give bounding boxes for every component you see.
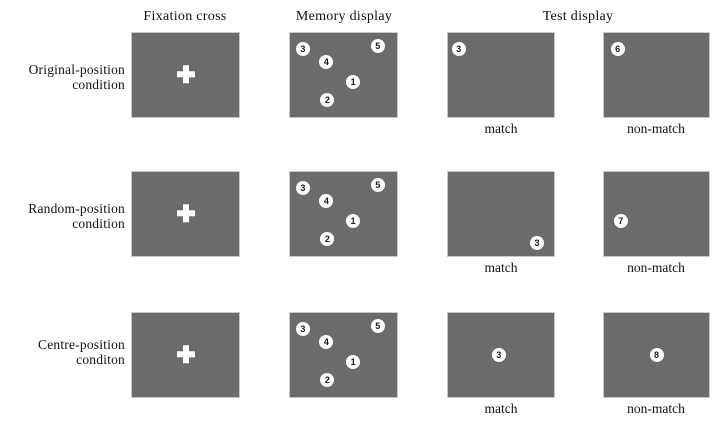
digit-circle: 2 [320, 373, 335, 388]
column-header-memory-display: Memory display [295, 9, 393, 24]
digit-circle: 5 [370, 319, 385, 334]
digit-circle: 1 [346, 354, 361, 369]
fixation-screen-row2 [131, 171, 240, 257]
digit-circle: 2 [320, 93, 335, 108]
digit-circle: 1 [346, 74, 361, 89]
digit-circle: 4 [319, 194, 334, 209]
condition-label-centre-position: Centre-position conditon [0, 337, 125, 367]
test-nonmatch-screen-row1: 6 [603, 32, 710, 118]
test-match-screen-row1: 3 [447, 32, 555, 118]
digit-circle: 4 [319, 335, 334, 350]
digit-circle: 3 [295, 41, 310, 56]
match-label-row1: match [484, 121, 518, 136]
digit-circle: 3 [295, 180, 310, 195]
digit-circle: 3 [530, 236, 545, 251]
test-nonmatch-screen-row2: 7 [603, 171, 710, 257]
match-label-row2: match [484, 260, 518, 275]
fixation-screen-row3 [131, 312, 240, 398]
nonmatch-label-row2: non-match [627, 260, 685, 275]
digit-circle: 4 [319, 55, 334, 70]
fixation-cross-icon [176, 204, 195, 223]
digit-circle: 2 [320, 232, 335, 247]
cross-vertical-bar [182, 65, 189, 84]
test-nonmatch-screen-row3: 8 [603, 312, 710, 398]
match-label-row3: match [484, 401, 518, 416]
digit-circle: 1 [346, 213, 361, 228]
condition-label-line2: condition [72, 216, 125, 231]
condition-label-line2: condition [72, 77, 125, 92]
nonmatch-label-row3: non-match [627, 401, 685, 416]
cross-vertical-bar [182, 204, 189, 223]
digit-circle: 3 [491, 348, 506, 362]
condition-label-line1: Original-position [28, 62, 125, 77]
condition-label-line1: Random-position [28, 201, 125, 216]
condition-label-random-position: Random-position condition [0, 201, 125, 231]
nonmatch-label-row1: non-match [627, 121, 685, 136]
condition-label-line1: Centre-position [38, 337, 125, 352]
digit-circle: 3 [295, 321, 310, 336]
condition-label-original-position: Original-position condition [0, 62, 125, 92]
column-header-fixation-cross: Fixation cross [143, 9, 227, 24]
condition-label-line2: conditon [76, 352, 125, 367]
digit-circle: 7 [613, 213, 628, 228]
digit-circle: 5 [370, 39, 385, 54]
test-match-screen-row3: 3 [447, 312, 555, 398]
fixation-screen-row1 [131, 32, 240, 118]
digit-circle: 8 [649, 348, 664, 362]
digit-circle: 3 [451, 41, 466, 56]
column-header-test-display: Test display [542, 9, 614, 24]
cross-vertical-bar [182, 345, 189, 364]
test-match-screen-row2: 3 [447, 171, 555, 257]
digit-circle: 6 [610, 41, 625, 56]
fixation-cross-icon [176, 345, 195, 364]
fixation-cross-icon [176, 65, 195, 84]
digit-circle: 5 [370, 178, 385, 193]
